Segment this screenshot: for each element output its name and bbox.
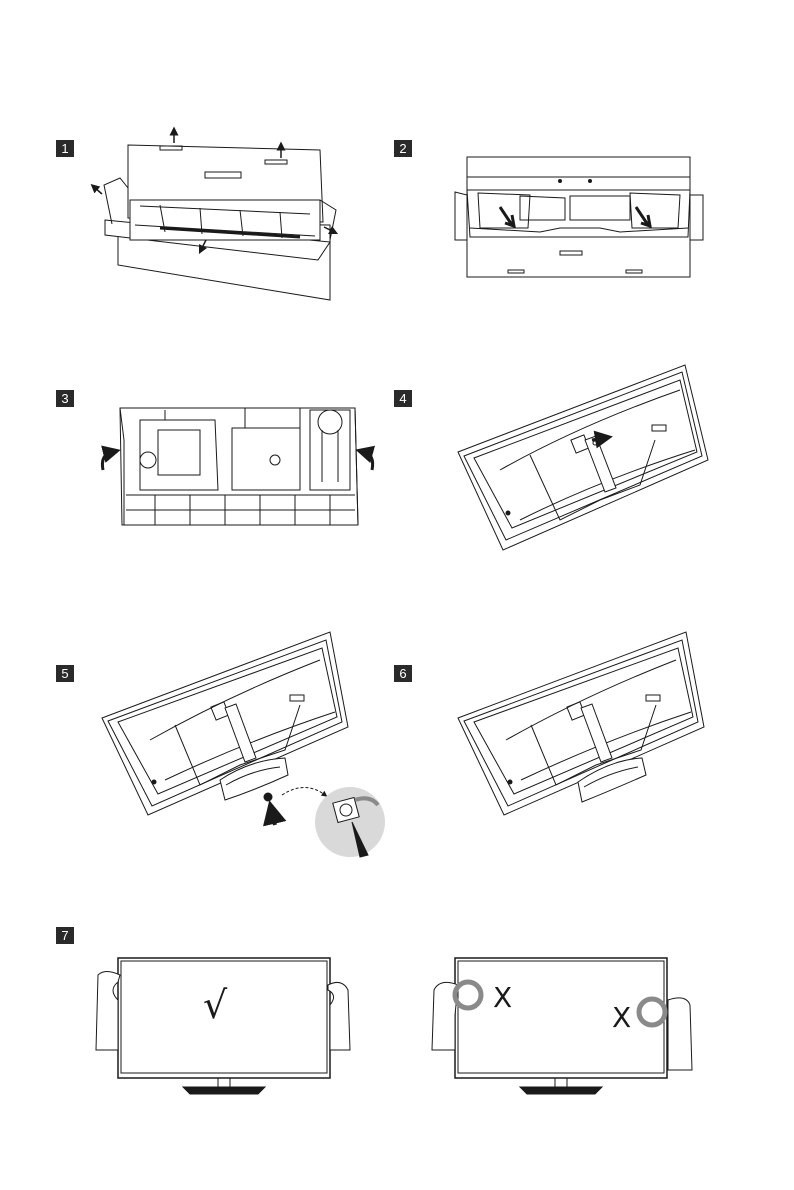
check-mark-icon: √ [203, 983, 228, 1027]
step-7-wrong-hold-illustration [432, 958, 692, 1094]
step-5-attach-base-illustration [102, 632, 385, 857]
step-3-lift-foam-illustration [102, 408, 372, 525]
step-6-assembled-illustration [458, 632, 704, 815]
x-mark-icon: X [493, 981, 512, 1014]
screw-detail-circle [315, 787, 385, 857]
step-1-open-box-illustration [94, 131, 336, 300]
x-mark-icon: X [612, 1001, 631, 1034]
step-2-remove-tray-illustration [455, 157, 703, 277]
step-4-attach-arm-illustration [458, 365, 708, 550]
